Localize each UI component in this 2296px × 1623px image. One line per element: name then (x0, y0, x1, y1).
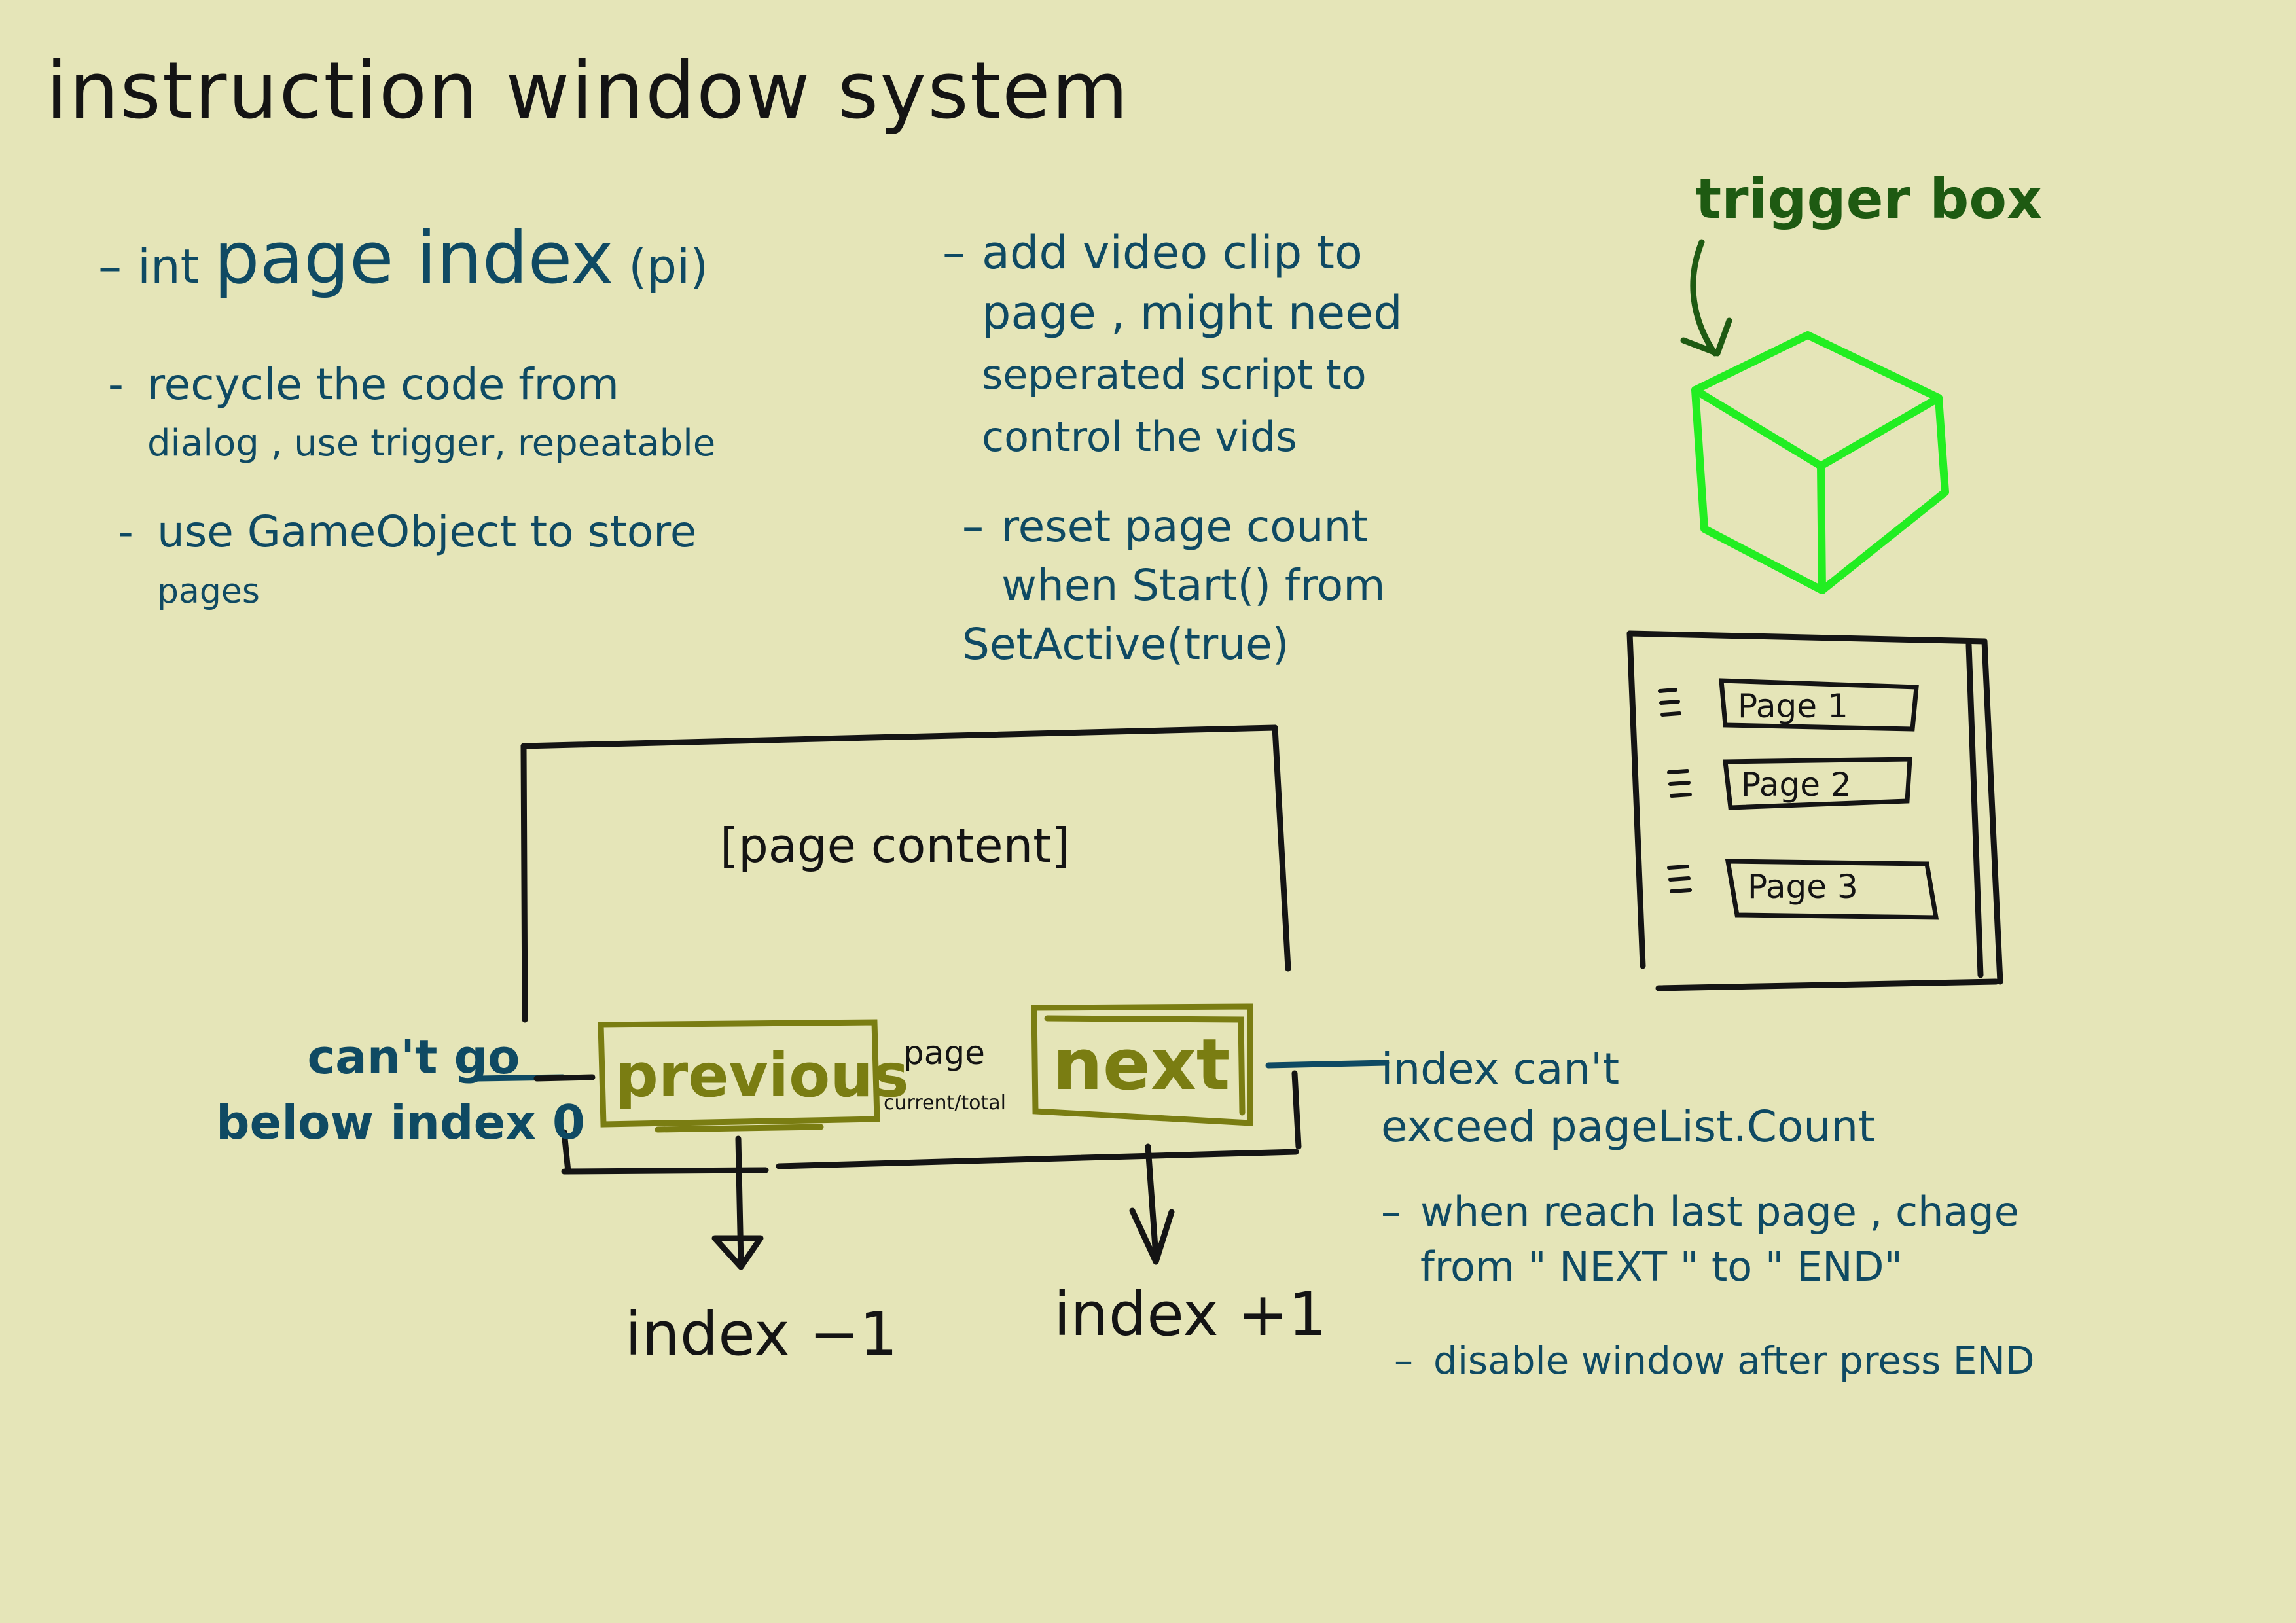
annotation-min-index: can't go below index 0 (216, 1024, 585, 1155)
annotation-disable-window: –disable window after press END (1394, 1338, 2035, 1383)
annotation-max-index-line1: index can't (1381, 1044, 1620, 1094)
page-content-placeholder: [page content] (720, 818, 1070, 873)
next-result: index +1 (1054, 1279, 1327, 1349)
note-reset-line1: reset page count (1001, 501, 1369, 552)
note-page-index-suffix: (pi) (628, 239, 709, 294)
note-gameobject-line2: pages (157, 572, 260, 611)
page-list-frame (1626, 630, 2003, 991)
note-reset-line3: SetActive(true) (962, 619, 1289, 669)
annotation-min-index-line1: can't go (307, 1029, 520, 1084)
note-gameobject: -use GameObject to store pages (118, 507, 697, 611)
next-button-frame (1031, 1003, 1253, 1126)
drag-handles (1658, 688, 1692, 893)
note-page-index: –int page index (pi) (98, 216, 709, 300)
next-button[interactable]: next (1052, 1024, 1230, 1106)
note-recycle-line2: dialog , use trigger, repeatable (147, 422, 716, 465)
page-counter-sub-label: current/total (884, 1092, 1006, 1115)
page-list-item-1[interactable]: Page 1 (1738, 687, 1848, 725)
trigger-box-cube (1691, 331, 1949, 594)
annotation-disable-text: disable window after press END (1433, 1338, 2035, 1383)
previous-result: index −1 (625, 1299, 898, 1369)
note-page-index-main: page index (213, 216, 614, 300)
previous-connector-black (533, 1074, 596, 1082)
annotation-min-index-line2: below index 0 (216, 1095, 586, 1150)
page-list-items (1719, 678, 1939, 920)
annotation-max-index-line2: exceed pageList.Count (1381, 1101, 1875, 1152)
annotation-end-line2: from " NEXT " to " END" (1420, 1243, 1903, 1291)
trigger-arrow (1680, 239, 1732, 357)
note-video-line2: page , might need (982, 286, 1403, 340)
annotation-end-label: –when reach last page , chage from " NEX… (1381, 1188, 2019, 1291)
note-video-line4: control the vids (982, 413, 1297, 461)
page-list-item-3[interactable]: Page 3 (1748, 868, 1858, 906)
trigger-box-label: trigger box (1695, 167, 2043, 231)
note-page-index-prefix: int (137, 239, 199, 294)
note-recycle: -recycle the code from dialog , use trig… (108, 359, 716, 465)
previous-button[interactable]: previous (615, 1041, 909, 1111)
previous-arrow (711, 1135, 764, 1270)
next-arrow (1129, 1143, 1175, 1265)
note-video-line3: seperated script to (982, 351, 1367, 399)
window-frame (520, 724, 1302, 1175)
note-gameobject-line1: use GameObject to store (157, 507, 697, 557)
annotation-max-index: index can't exceed pageList.Count (1381, 1041, 1875, 1156)
note-reset-line2: when Start() from (1001, 560, 1386, 611)
previous-button-frame (598, 1019, 880, 1133)
page-list-item-2[interactable]: Page 2 (1741, 766, 1852, 804)
note-video-line1: add video clip to (982, 226, 1363, 279)
note-reset-page: –reset page count when Start() from SetA… (962, 501, 1386, 669)
page-counter-label: page (903, 1034, 985, 1072)
note-video-clip: –add video clip to page , might need sep… (942, 226, 1403, 461)
note-recycle-line1: recycle the code from (147, 359, 619, 410)
page-title: instruction window system (46, 46, 1130, 137)
annotation-end-line1: when reach last page , chage (1420, 1188, 2019, 1236)
